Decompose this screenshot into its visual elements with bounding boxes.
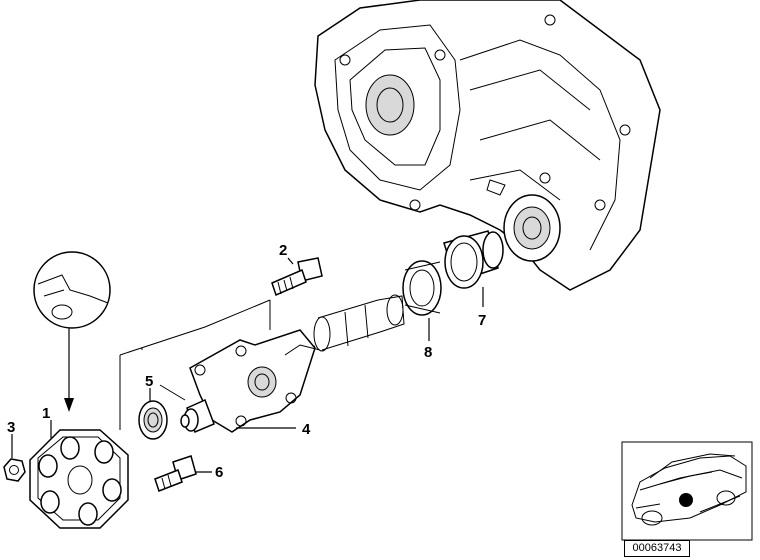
callout-7: 7 (478, 312, 486, 329)
catalog-number: 00063743 (624, 540, 690, 557)
part-5-bearing (138, 400, 168, 440)
detail-magnifier-circle (33, 251, 111, 412)
callout-8: 8 (424, 344, 432, 361)
location-marker-dot (679, 493, 693, 507)
transfer-case-housing (314, 0, 661, 291)
part-2-bolt (271, 257, 323, 297)
callout-5: 5 (145, 373, 153, 390)
callout-6: 6 (215, 464, 223, 481)
callout-4: 4 (302, 421, 311, 438)
part-4-flange-bracket (180, 329, 321, 434)
callout-leaders (11, 257, 484, 473)
car-silhouette-icon (631, 453, 747, 526)
part-1-flex-disc (29, 429, 129, 529)
propeller-shaft-stub (299, 294, 405, 352)
part-8-shaft-seal (402, 260, 442, 316)
callout-2: 2 (279, 242, 287, 259)
callout-1: 1 (42, 405, 50, 422)
part-6-bolt (154, 455, 197, 492)
assembly-guide-lines (119, 299, 271, 430)
part-7-sleeve (443, 230, 504, 289)
vehicle-location-thumbnail (621, 441, 753, 541)
part-3-hex-nut (3, 458, 26, 482)
callout-3: 3 (7, 419, 15, 436)
